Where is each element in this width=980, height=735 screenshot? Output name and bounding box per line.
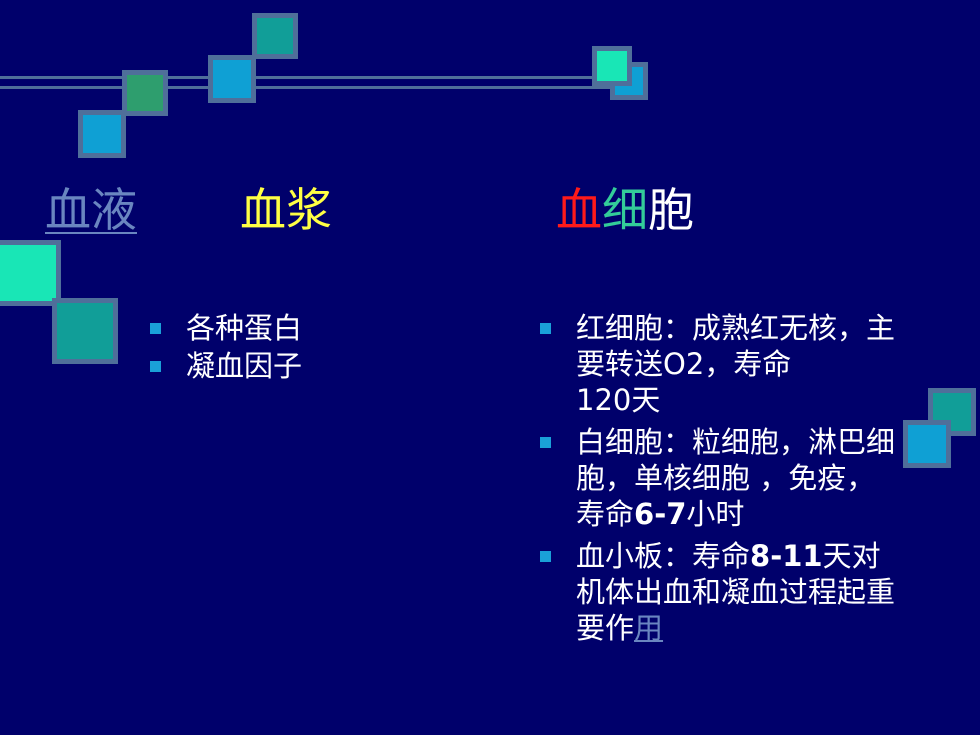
decor-square <box>78 110 126 158</box>
decor-square <box>903 420 951 468</box>
decor-square <box>52 298 118 364</box>
plasma-item-text: 各种蛋白 <box>186 311 303 345</box>
plt-num: 8-11 <box>750 539 823 573</box>
list-item-platelet: 血小板：寿命8-11天对机体出血和凝血过程起重要作用 <box>540 538 900 646</box>
decor-square <box>252 13 298 59</box>
plt-link[interactable]: 用 <box>634 611 664 645</box>
list-item: 各种蛋白 <box>150 310 302 346</box>
decor-square <box>592 46 632 86</box>
rbc-num: 120 <box>576 383 632 417</box>
decor-square <box>122 70 168 116</box>
plasma-item-text: 凝血因子 <box>186 349 303 383</box>
title-cells-char-2: 细 <box>602 183 648 237</box>
list-item: 凝血因子 <box>150 348 302 384</box>
bullet-square-icon <box>540 437 551 448</box>
bullet-square-icon <box>540 323 551 334</box>
decor-line-top <box>0 76 620 79</box>
plt-text: 血小板：寿命 <box>576 539 751 573</box>
cells-list: 红细胞：成熟红无核，主要转送O2，寿命 120天 白细胞：粒细胞，淋巴细胞，单核细… <box>540 310 900 652</box>
list-item-rbc: 红细胞：成熟红无核，主要转送O2，寿命 120天 <box>540 310 900 418</box>
decor-square <box>208 55 256 103</box>
list-item-wbc: 白细胞：粒细胞，淋巴细胞，单核细胞 ，免疫，寿命6-7小时 <box>540 424 900 532</box>
bullet-square-icon <box>540 551 551 562</box>
title-plasma: 血浆 <box>240 183 332 237</box>
decor-square <box>928 388 976 436</box>
rbc-o2: O2 <box>663 347 705 381</box>
decor-line-bottom <box>0 86 620 89</box>
wbc-text: 白细胞：粒细胞，淋巴细胞，单核细胞 ，免疫，寿命 <box>576 425 896 531</box>
bullet-square-icon <box>150 323 161 334</box>
wbc-num: 6-7 <box>634 497 687 531</box>
plt-text2: 天对机体出血和凝血过程起重要作 <box>576 539 896 645</box>
title-cells-char-1: 血 <box>556 183 602 237</box>
bullet-square-icon <box>150 361 161 372</box>
title-cells-char-3: 胞 <box>648 183 694 237</box>
wbc-unit: 小时 <box>686 497 745 531</box>
rbc-unit: 天 <box>631 383 661 417</box>
title-blood-cells: 血细胞 <box>556 180 694 240</box>
title-blood-link[interactable]: 血液 <box>45 183 137 237</box>
rbc-text: 红细胞：成熟红无核，主要转送 <box>576 311 896 381</box>
plasma-list: 各种蛋白 凝血因子 <box>150 310 302 386</box>
decor-square <box>0 240 61 306</box>
rbc-life: ，寿命 <box>704 347 792 381</box>
